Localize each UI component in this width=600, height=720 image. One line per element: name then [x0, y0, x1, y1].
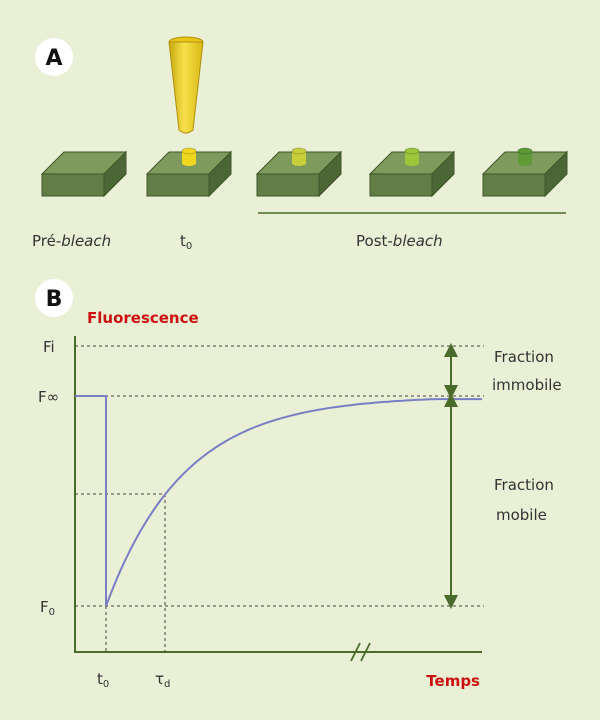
block-front-face [256, 173, 320, 197]
axis-break-mark-1 [350, 642, 361, 662]
panel-b: B Fluorescence Temps Fi F∞ F0 t0 τd [35, 279, 562, 690]
panel-a-badge: A [35, 38, 73, 76]
mobile-label-line2: mobile [496, 506, 547, 524]
post-bleach-label: Post-bleach [356, 232, 443, 250]
y-tick-finf: F∞ [38, 388, 59, 406]
bleached-spot-top [291, 147, 307, 155]
y-tick-fi: Fi [43, 338, 55, 356]
bleached-spot-top [517, 147, 533, 155]
panel-a-label: A [45, 46, 62, 71]
y-tick-f0: F0 [40, 598, 55, 618]
bleached-spot-bottom [182, 160, 196, 166]
bleached-spot-top [181, 147, 197, 155]
pre-bleach-label: Pré-bleach [32, 232, 111, 250]
bleached-spot-bottom [518, 160, 532, 166]
y-axis-title: Fluorescence [87, 309, 199, 327]
block-side-face [544, 150, 568, 198]
fluorescence-recovery-curve [75, 395, 482, 607]
x-tick-t0: t0 [97, 670, 109, 690]
bleached-spot-body [405, 151, 419, 163]
block-front-face [369, 173, 433, 197]
panel-b-label: B [46, 287, 63, 312]
immobile-label-line1: Fraction [494, 348, 554, 366]
t0-label-a: t0 [180, 232, 192, 252]
block-side-face [103, 150, 127, 198]
panel-a: A Pré-bleach t0 Post-bleach [32, 36, 569, 252]
x-axis-break [350, 642, 371, 662]
panel-a-badge-circle [35, 38, 73, 76]
sample-blocks [40, 147, 569, 198]
block-pre-bleach [40, 150, 128, 198]
bleached-spot-body [518, 151, 532, 163]
block-side-face [208, 150, 232, 198]
block-post-bleach-2 [368, 147, 456, 198]
x-tick-tau: τd [155, 670, 170, 690]
block-side-face [318, 150, 342, 198]
block-post-bleach-1 [255, 147, 343, 198]
mobile-label-line1: Fraction [494, 476, 554, 494]
panel-b-badge: B [35, 279, 73, 317]
block-front-face [41, 173, 105, 197]
panel-b-badge-circle [35, 279, 73, 317]
block-post-bleach-3 [481, 147, 569, 198]
block-front-face [146, 173, 210, 197]
pipette-body [168, 41, 204, 134]
axis-break-mark-2 [360, 642, 371, 662]
bleached-spot-top [404, 147, 420, 155]
x-axis-title: Temps [426, 672, 480, 690]
bleached-spot-body [182, 151, 196, 163]
bleached-spot-bottom [292, 160, 306, 166]
block-front-face [482, 173, 546, 197]
block-t0 [145, 147, 233, 198]
laser-pipette [168, 36, 204, 134]
immobile-label-line2: immobile [492, 376, 562, 394]
block-side-face [431, 150, 455, 198]
bleached-spot-bottom [405, 160, 419, 166]
bleached-spot-body [292, 151, 306, 163]
